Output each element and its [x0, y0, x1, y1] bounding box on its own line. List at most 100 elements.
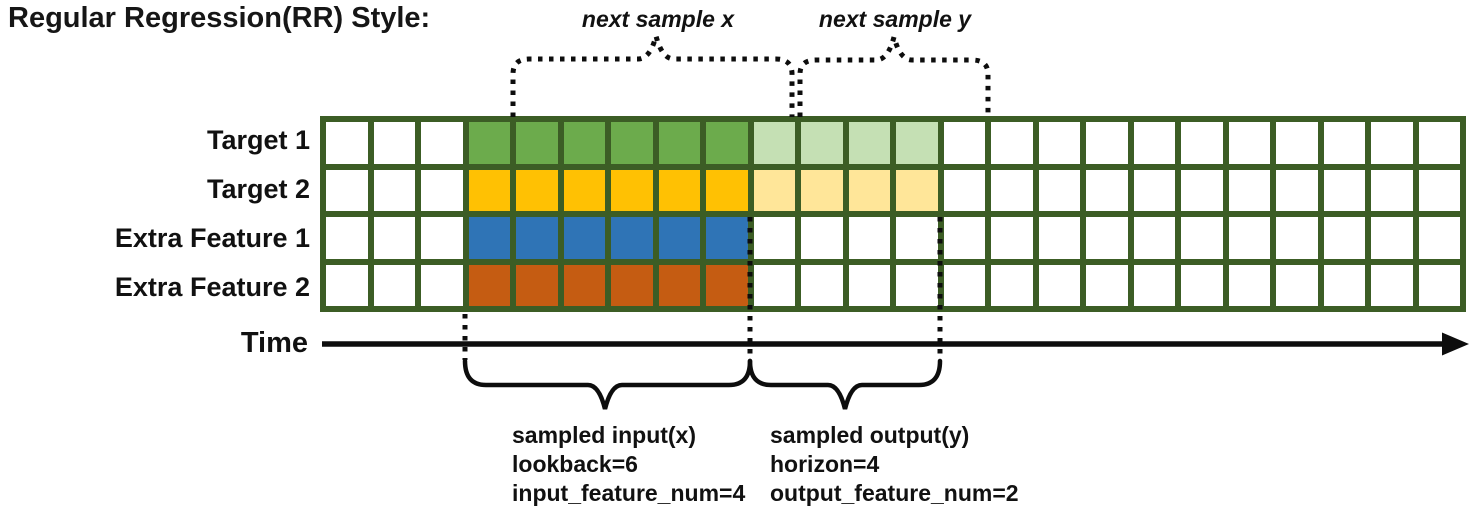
grid-cell	[1133, 169, 1175, 211]
grid-cell	[1133, 217, 1175, 259]
grid-cell	[373, 217, 415, 259]
grid-cell	[1228, 169, 1270, 211]
grid-cell	[1086, 217, 1128, 259]
grid-cell	[1181, 217, 1223, 259]
grid-cell	[1418, 217, 1460, 259]
grid-cell	[611, 217, 653, 259]
grid-cell	[943, 169, 985, 211]
grid-cell	[848, 217, 890, 259]
grid-cell	[1323, 122, 1365, 164]
grid-cell	[1276, 169, 1318, 211]
grid-cell	[753, 217, 795, 259]
row-label-target-2: Target 2	[206, 174, 310, 204]
grid-cell	[421, 122, 463, 164]
sampled-input-brace	[462, 358, 753, 410]
grid-cell	[421, 264, 463, 306]
grid-cell	[1418, 264, 1460, 306]
grid-cell	[658, 169, 700, 211]
grid-cell	[1086, 264, 1128, 306]
row-label-target-1: Target 1	[206, 125, 310, 155]
grid-cell	[563, 264, 605, 306]
grid-cell	[563, 122, 605, 164]
grid-cell	[326, 264, 368, 306]
grid-cell	[943, 217, 985, 259]
grid-cell	[991, 217, 1033, 259]
output-feature-num-value: output_feature_num=2	[770, 480, 1019, 506]
grid-cell	[611, 122, 653, 164]
sampled-input-title: sampled input(x)	[512, 422, 697, 448]
page-title: Regular Regression(RR) Style:	[8, 2, 431, 34]
grid-cell	[1228, 122, 1270, 164]
grid-cell	[801, 122, 843, 164]
sampled-input-note: sampled input(x) lookback=6 input_featur…	[512, 421, 745, 508]
grid-cell	[706, 217, 748, 259]
grid-cell	[563, 217, 605, 259]
grid-cell	[326, 217, 368, 259]
grid-cell	[658, 217, 700, 259]
grid-cell	[943, 264, 985, 306]
grid-cell	[801, 217, 843, 259]
grid-cell	[753, 122, 795, 164]
grid-cell	[706, 122, 748, 164]
next-sample-y-brace	[797, 27, 991, 117]
sampled-output-brace	[747, 358, 943, 410]
grid-cell	[1418, 122, 1460, 164]
row-label-extra-feature-2: Extra Feature 2	[114, 272, 310, 302]
grid-cell	[801, 169, 843, 211]
grid-cell	[1371, 264, 1413, 306]
grid-cell	[1181, 169, 1223, 211]
row-label-extra-feature-1: Extra Feature 1	[114, 223, 310, 253]
grid-cell	[1276, 264, 1318, 306]
grid-cell	[611, 264, 653, 306]
grid-cell	[1038, 217, 1080, 259]
grid-cell	[1133, 122, 1175, 164]
grid-cell	[753, 264, 795, 306]
grid-cell	[896, 169, 938, 211]
horizon-value: horizon=4	[770, 451, 880, 477]
grid-cell	[1038, 169, 1080, 211]
grid-cell	[1323, 264, 1365, 306]
grid-cell	[1371, 169, 1413, 211]
grid-cell	[753, 169, 795, 211]
grid-cell	[991, 264, 1033, 306]
grid-cell	[373, 169, 415, 211]
grid-cell	[1181, 122, 1223, 164]
sampled-output-title: sampled output(y)	[770, 422, 970, 448]
grid-cell	[896, 264, 938, 306]
grid-cell	[326, 122, 368, 164]
grid-cell	[658, 264, 700, 306]
time-axis-label: Time	[240, 327, 308, 359]
grid-cell	[1228, 217, 1270, 259]
grid-cell	[1418, 169, 1460, 211]
row-labels: Target 1 Target 2 Extra Feature 1 Extra …	[0, 116, 310, 312]
grid-cell	[801, 264, 843, 306]
next-sample-y-label: next sample y	[818, 6, 972, 32]
grid-cell	[848, 264, 890, 306]
grid-cell	[611, 169, 653, 211]
grid-cell	[1038, 264, 1080, 306]
grid-cell	[896, 122, 938, 164]
grid-cell	[468, 264, 510, 306]
input-feature-num-value: input_feature_num=4	[512, 480, 746, 506]
next-sample-x-label: next sample x	[581, 6, 735, 32]
grid-cell	[848, 122, 890, 164]
grid-cell	[1181, 264, 1223, 306]
sample-grid	[320, 116, 1466, 312]
grid-cell	[848, 169, 890, 211]
next-sample-x-brace	[510, 26, 795, 117]
sampled-output-note: sampled output(y) horizon=4 output_featu…	[770, 421, 1019, 508]
grid-cell	[373, 122, 415, 164]
grid-cell	[468, 169, 510, 211]
grid-cell	[1276, 122, 1318, 164]
grid-cell	[516, 264, 558, 306]
time-axis-arrowhead	[1442, 332, 1469, 356]
grid-cell	[706, 169, 748, 211]
grid-cell	[1086, 122, 1128, 164]
grid-cell	[1323, 217, 1365, 259]
grid-cell	[1323, 169, 1365, 211]
grid-cell	[991, 122, 1033, 164]
grid-cell	[373, 264, 415, 306]
grid-cell	[326, 169, 368, 211]
grid-cell	[1086, 169, 1128, 211]
